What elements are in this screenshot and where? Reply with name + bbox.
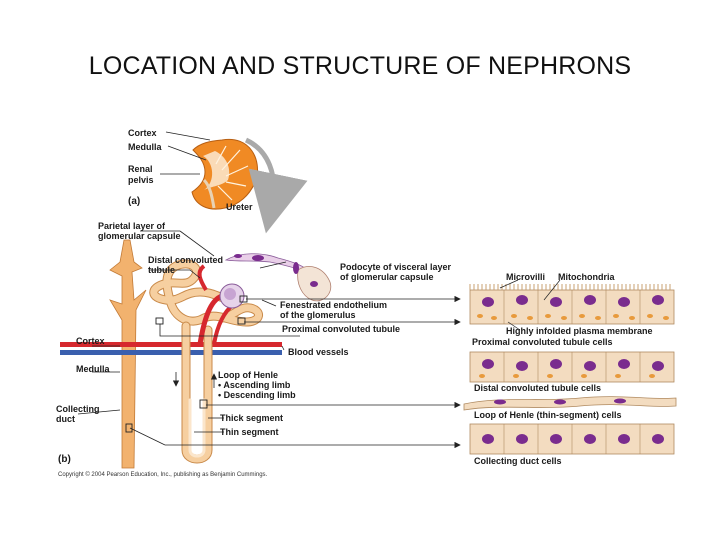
label-collecting-2: duct bbox=[56, 414, 75, 424]
label-infolded-membrane: Highly infolded plasma membrane bbox=[506, 326, 653, 336]
capsule-inset bbox=[224, 253, 332, 302]
cell-leaders bbox=[499, 279, 561, 331]
magnify-arrow bbox=[244, 137, 308, 234]
label-collecting-1: Collecting bbox=[56, 404, 100, 414]
label-descending: • Descending limb bbox=[218, 390, 296, 400]
label-distal-2: tubule bbox=[148, 265, 175, 275]
page-title: LOCATION AND STRUCTURE OF NEPHRONS bbox=[88, 52, 632, 80]
label-renal-pelvis-2: pelvis bbox=[128, 175, 154, 185]
label-parietal-1: Parietal layer of bbox=[98, 221, 166, 231]
label-podocyte-1: Podocyte of visceral layer bbox=[340, 262, 452, 272]
label-medulla-b: Medulla bbox=[76, 364, 110, 374]
panel-a-leaders bbox=[160, 131, 211, 175]
distal-cells-panel bbox=[469, 351, 675, 383]
label-medulla-a: Medulla bbox=[128, 142, 162, 152]
label-proximal-cells: Proximal convoluted tubule cells bbox=[472, 337, 613, 347]
copyright-text: Copyright © 2004 Pearson Education, Inc.… bbox=[58, 471, 268, 478]
loop-cells-panel bbox=[463, 396, 677, 411]
collecting-cells-panel bbox=[469, 423, 675, 455]
label-ureter: Ureter bbox=[226, 202, 253, 212]
label-cortex-a: Cortex bbox=[128, 128, 157, 138]
label-loop: Loop of Henle bbox=[218, 370, 278, 380]
proximal-cells-panel bbox=[469, 284, 675, 325]
label-thin-segment: Thin segment bbox=[220, 427, 279, 437]
kidney-illustration bbox=[191, 138, 258, 210]
blood-vessels bbox=[60, 342, 285, 355]
glomerulus bbox=[197, 264, 245, 345]
label-microvilli: Microvilli bbox=[506, 272, 545, 282]
label-proximal: Proximal convoluted tubule bbox=[282, 324, 400, 334]
label-parietal-2: glomerular capsule bbox=[98, 231, 181, 241]
leader-lines bbox=[77, 230, 461, 449]
label-renal-pelvis-1: Renal bbox=[128, 164, 153, 174]
panel-a-tag: (a) bbox=[128, 196, 140, 207]
label-mitochondria: Mitochondria bbox=[558, 272, 615, 282]
panel-b-tag: (b) bbox=[58, 454, 71, 465]
inset-markers bbox=[125, 295, 248, 433]
nephron-tubule bbox=[149, 259, 263, 464]
label-distal-1: Distal convoluted bbox=[148, 255, 223, 265]
label-fenestrated-1: Fenestrated endothelium bbox=[280, 300, 387, 310]
label-cortex-b: Cortex bbox=[76, 336, 105, 346]
label-fenestrated-2: of the glomerulus bbox=[280, 310, 356, 320]
label-distal-cells: Distal convoluted tubule cells bbox=[474, 383, 601, 393]
label-ascending: • Ascending limb bbox=[218, 380, 291, 390]
label-collecting-cells: Collecting duct cells bbox=[474, 456, 562, 466]
label-thick-segment: Thick segment bbox=[220, 413, 283, 423]
label-blood-vessels: Blood vessels bbox=[288, 347, 349, 357]
label-podocyte-2: of glomerular capsule bbox=[340, 272, 434, 282]
label-loop-cells: Loop of Henle (thin-segment) cells bbox=[474, 410, 622, 420]
